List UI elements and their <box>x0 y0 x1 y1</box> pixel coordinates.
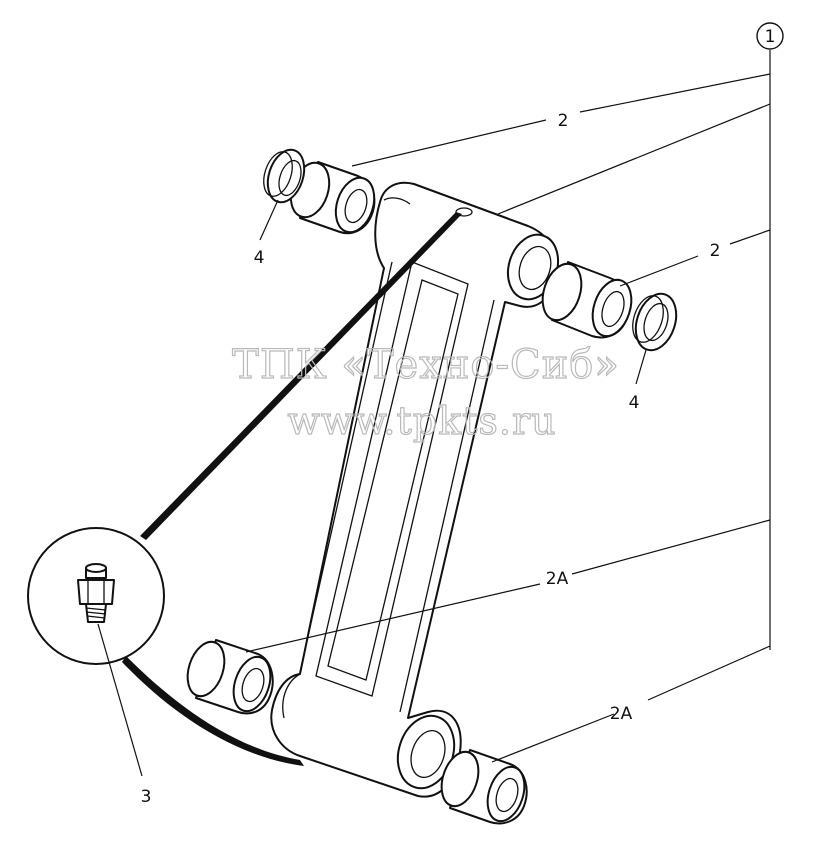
callout-group-1: 1 <box>756 22 784 50</box>
seal-4-left <box>263 148 306 204</box>
callout-2a-lower: 2A <box>610 704 633 724</box>
link-arm <box>270 181 559 798</box>
callout-4-left: 4 <box>254 248 265 268</box>
callout-2-right: 2 <box>710 241 721 261</box>
grease-fitting-icon <box>77 563 115 623</box>
bushing-2a-left <box>186 639 274 715</box>
watermark-title: ТПК «Техно-Сиб» <box>232 342 620 388</box>
bushing-2a-right <box>440 749 528 825</box>
callout-2-upper: 2 <box>558 111 569 131</box>
svg-text:1: 1 <box>765 27 776 47</box>
watermark-url: www.tpkts.ru <box>287 399 556 443</box>
seal-4-right <box>632 292 678 352</box>
callout-4-right: 4 <box>629 393 640 413</box>
detail-view-grease-fitting <box>27 212 462 766</box>
leader-lines <box>97 50 771 777</box>
callout-3: 3 <box>141 787 152 807</box>
callout-2a-upper: 2A <box>546 569 569 589</box>
bushing-2-right <box>541 261 633 339</box>
